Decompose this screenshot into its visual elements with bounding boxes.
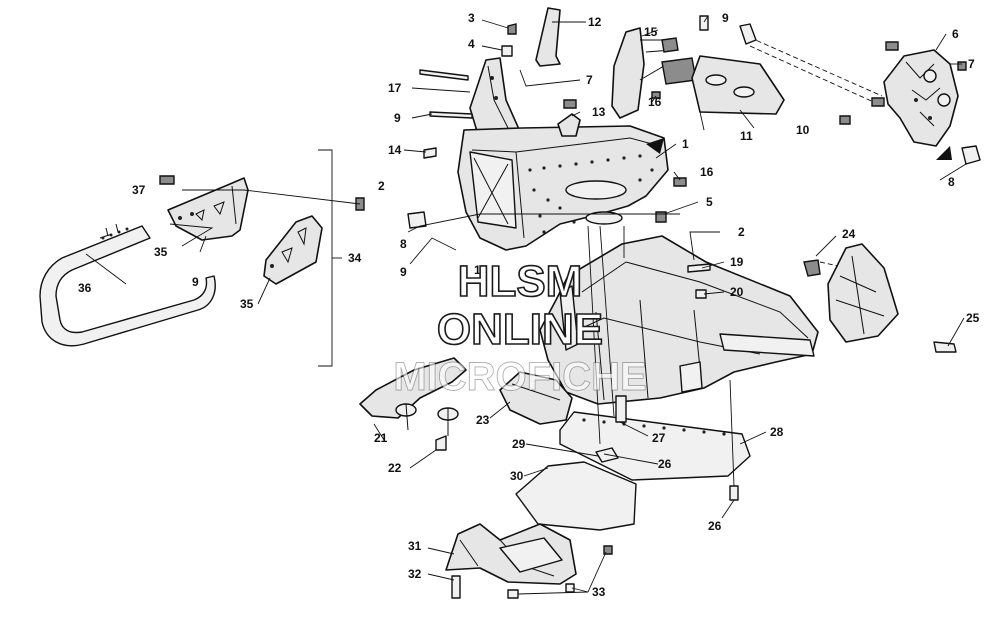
callout-9a: 9 [722, 11, 729, 25]
watermark-line3: MICROFICHE [393, 355, 646, 399]
callout-26b: 26 [708, 519, 722, 533]
bumper-bracket-lower [263, 215, 323, 285]
callout-9b: 9 [394, 111, 401, 125]
callout-37: 37 [132, 183, 146, 197]
callout-3: 3 [468, 11, 475, 25]
side-plate [827, 243, 899, 343]
main-frame [539, 235, 819, 405]
callout-16a: 16 [648, 95, 662, 109]
callout-10: 10 [796, 123, 810, 137]
callout-36: 36 [78, 281, 92, 295]
callout-12: 12 [588, 15, 602, 29]
wiring-harness [611, 27, 645, 119]
callout-9d: 9 [400, 265, 407, 279]
callout-20: 20 [730, 285, 744, 299]
callout-4: 4 [468, 37, 475, 51]
callout-1: 1 [682, 137, 689, 151]
cover-plate [499, 371, 573, 425]
callout-11: 11 [740, 129, 753, 143]
skid-plate-28 [559, 411, 751, 481]
callout-2a: 2 [378, 179, 385, 193]
callout-15: 15 [644, 25, 658, 39]
callout-35b: 35 [240, 297, 254, 311]
bumper-group [39, 149, 342, 367]
callout-13: 13 [592, 105, 606, 119]
callout-19: 19 [730, 255, 744, 269]
callout-14: 14 [388, 143, 402, 157]
callout-5: 5 [706, 195, 713, 209]
callout-27: 27 [652, 431, 666, 445]
callout-35a: 35 [154, 245, 168, 259]
callout-22: 22 [388, 461, 402, 475]
bumper-bracket-upper [167, 177, 249, 241]
callout-8a: 8 [400, 237, 407, 251]
callout-16b: 16 [700, 165, 714, 179]
callout-33: 33 [592, 585, 606, 599]
leader-lines [85, 15, 967, 595]
callout-30: 30 [510, 469, 524, 483]
callout-34: 34 [348, 251, 362, 265]
spindle-arm [359, 357, 467, 419]
bumper-tube [39, 225, 216, 347]
callout-28: 28 [770, 425, 784, 439]
upper-right-mount [739, 23, 981, 165]
callout-32: 32 [408, 567, 422, 581]
lower-frame-group [539, 235, 819, 405]
callout-labels: 1 2 2 3 4 5 6 7 7 8 8 9 9 9 9 10 11 12 1… [78, 11, 980, 599]
steering-mount [883, 49, 959, 147]
skid-plate-30 [515, 461, 637, 531]
callout-2b: 2 [738, 225, 745, 239]
mount-clip [557, 113, 581, 137]
callout-24: 24 [842, 227, 856, 241]
wedge-plate [535, 7, 561, 67]
mount-rail [739, 23, 757, 45]
watermark-line1: HLSM [458, 257, 583, 306]
callout-31: 31 [408, 539, 422, 553]
callout-21: 21 [374, 431, 388, 445]
callout-9c: 9 [192, 275, 199, 289]
callout-8b: 8 [948, 175, 955, 189]
callout-29: 29 [512, 437, 526, 451]
skid-28-holes [582, 418, 726, 436]
callout-7b: 7 [968, 57, 975, 71]
callout-23: 23 [476, 413, 490, 427]
callout-6: 6 [952, 27, 959, 41]
callout-17: 17 [388, 81, 402, 95]
callout-26a: 26 [658, 457, 672, 471]
rubber-bumper-right [961, 145, 981, 165]
watermark: HLSM ONLINE MICROFICHE [393, 256, 647, 399]
front-frame-group [457, 7, 785, 251]
callout-18: 18 [474, 263, 488, 277]
bolt-25 [933, 341, 957, 353]
watermark-line2: ONLINE [437, 305, 603, 354]
callout-25: 25 [966, 311, 980, 325]
bulkhead-holes [528, 154, 654, 234]
headlight-plate [691, 55, 785, 115]
callout-7a: 7 [586, 73, 593, 87]
